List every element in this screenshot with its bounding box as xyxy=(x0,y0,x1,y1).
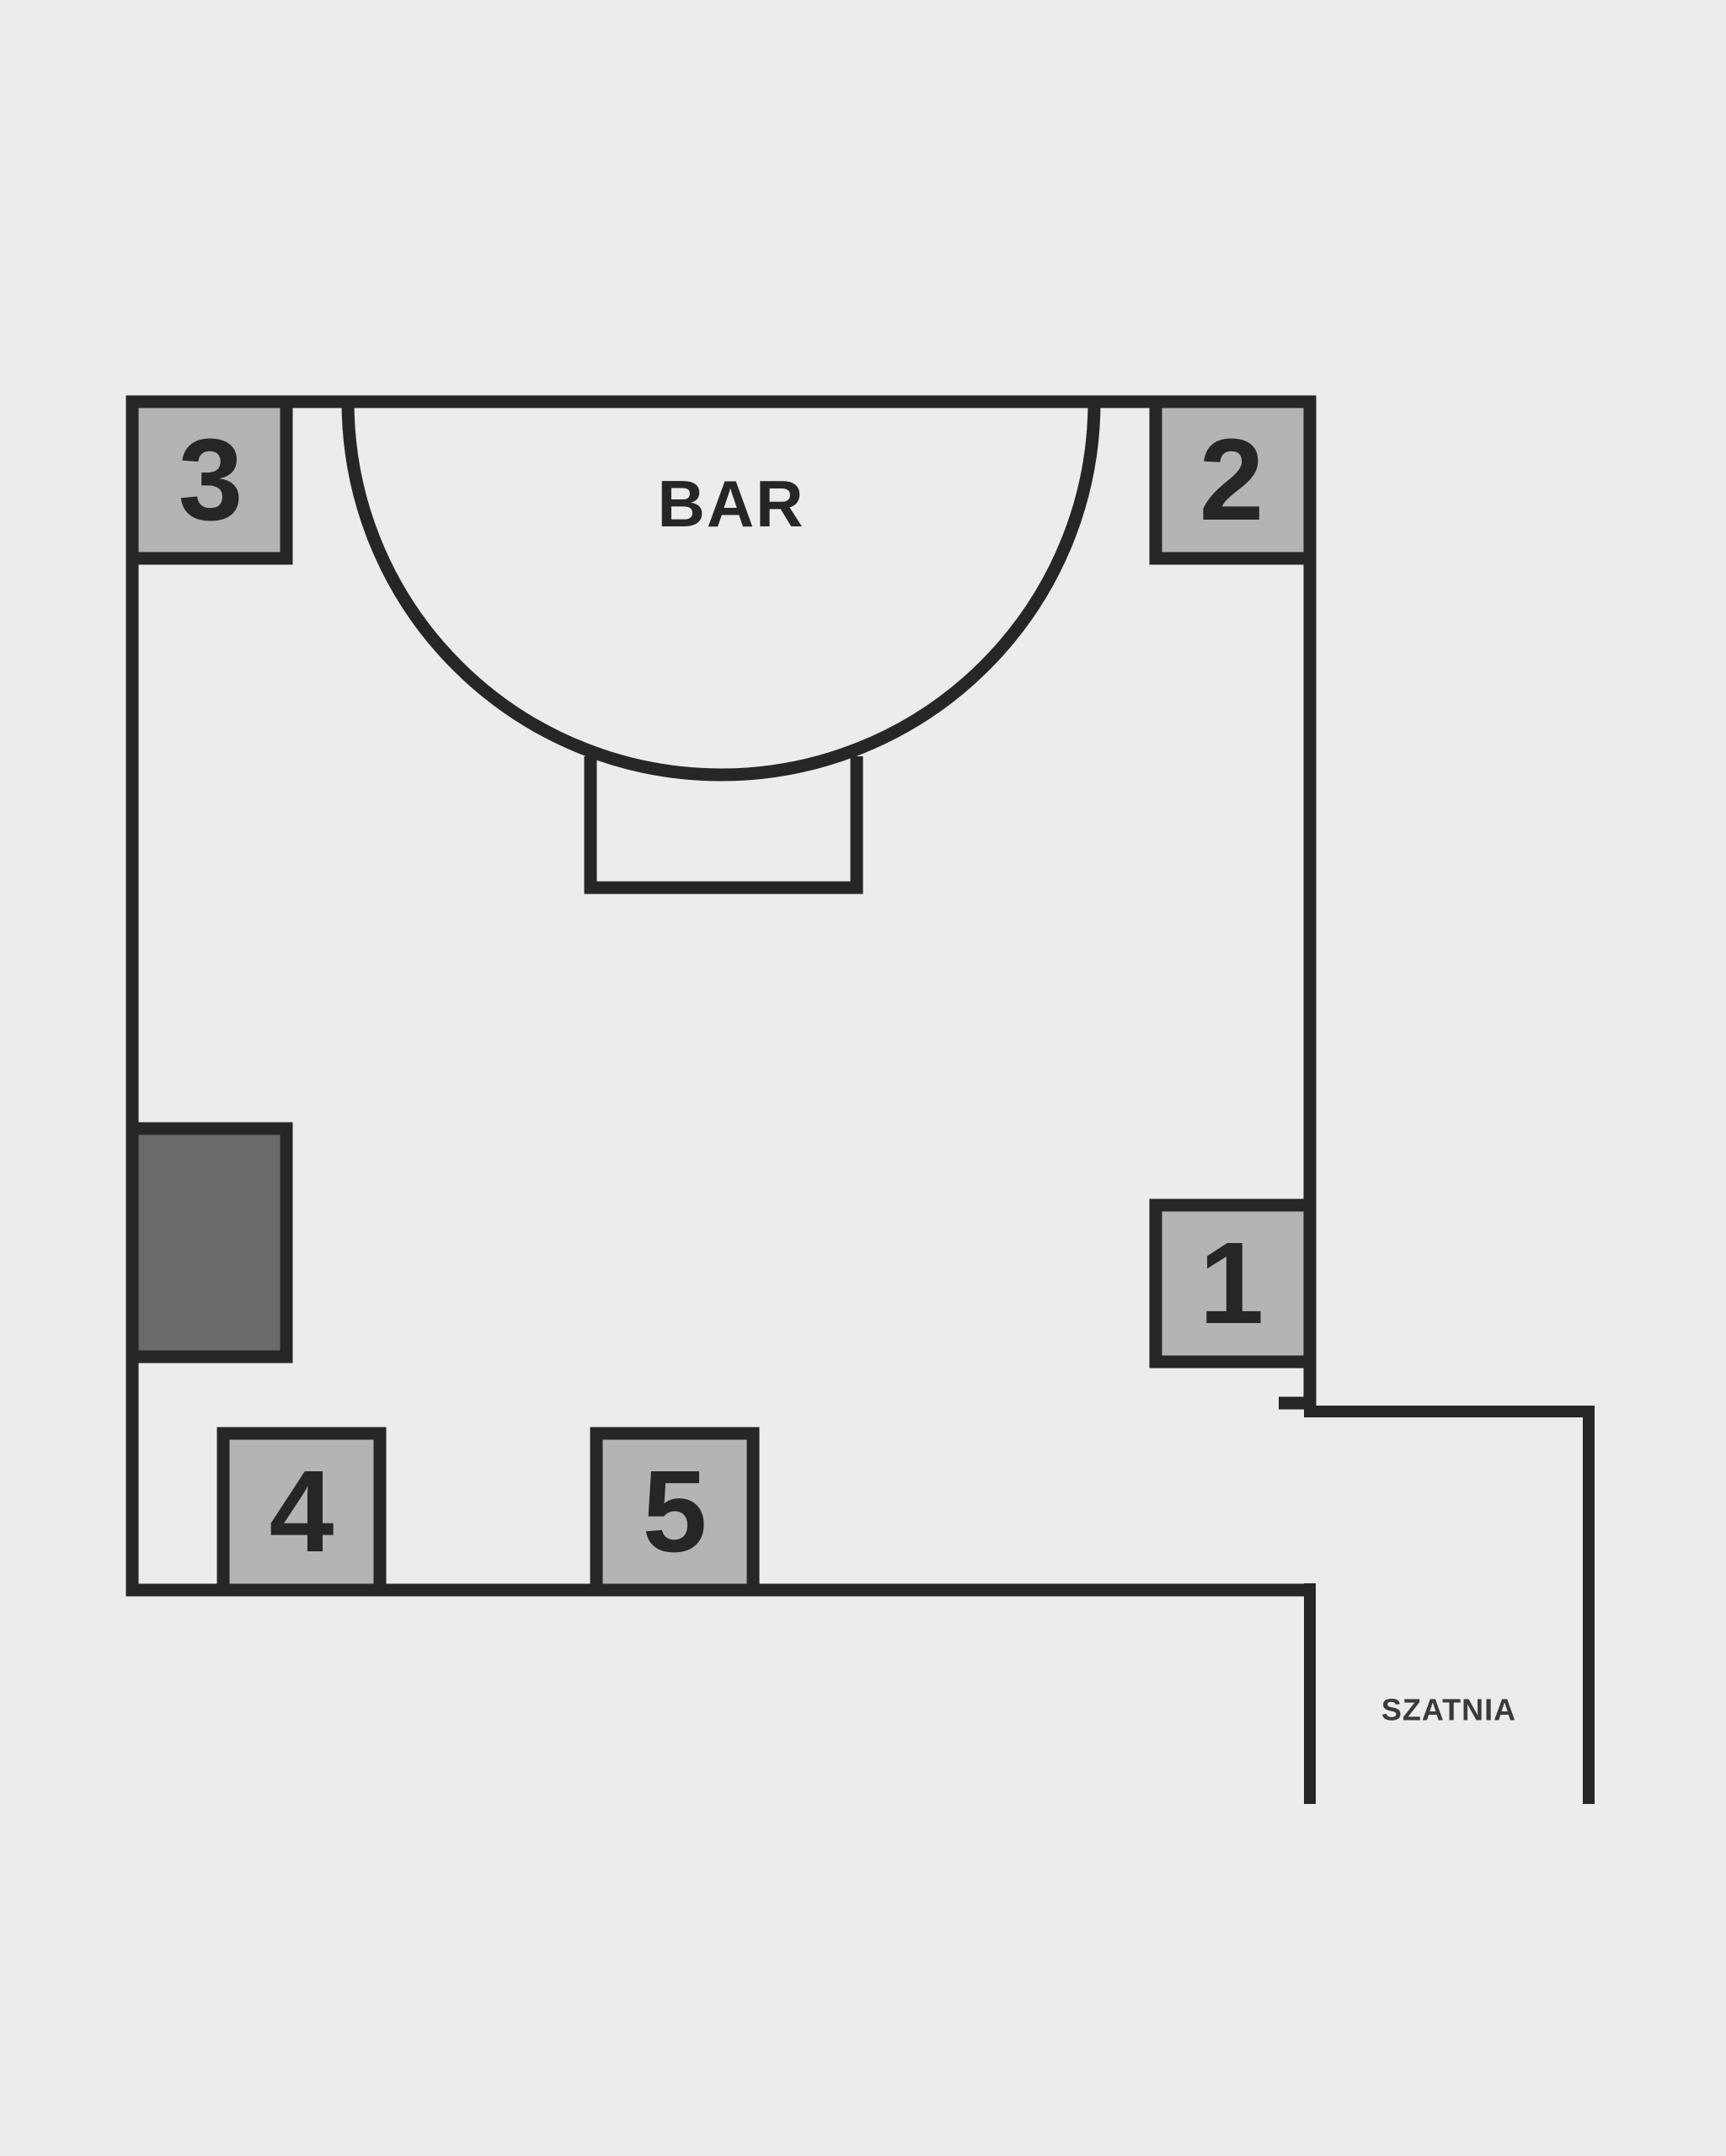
table-1[interactable]: 1 xyxy=(1149,1198,1317,1369)
table-1-number: 1 xyxy=(1200,1219,1264,1348)
bar-service-area xyxy=(584,756,863,894)
table-5-number: 5 xyxy=(643,1447,708,1577)
table-5[interactable]: 5 xyxy=(590,1427,760,1597)
bar-label: BAR xyxy=(658,467,805,541)
table-2-number: 2 xyxy=(1200,415,1264,545)
table-3[interactable]: 3 xyxy=(126,395,293,565)
table-2[interactable]: 2 xyxy=(1149,395,1317,565)
table-3-number: 3 xyxy=(179,415,243,545)
bar-counter xyxy=(341,401,1101,782)
table-4[interactable]: 4 xyxy=(216,1427,387,1597)
stage-block xyxy=(126,1122,293,1364)
main-room-walls xyxy=(126,395,1317,1597)
cloakroom-walls xyxy=(1304,1364,1595,1804)
cloakroom-label: SZATNIA xyxy=(1381,1693,1516,1727)
table-4-number: 4 xyxy=(270,1447,334,1577)
